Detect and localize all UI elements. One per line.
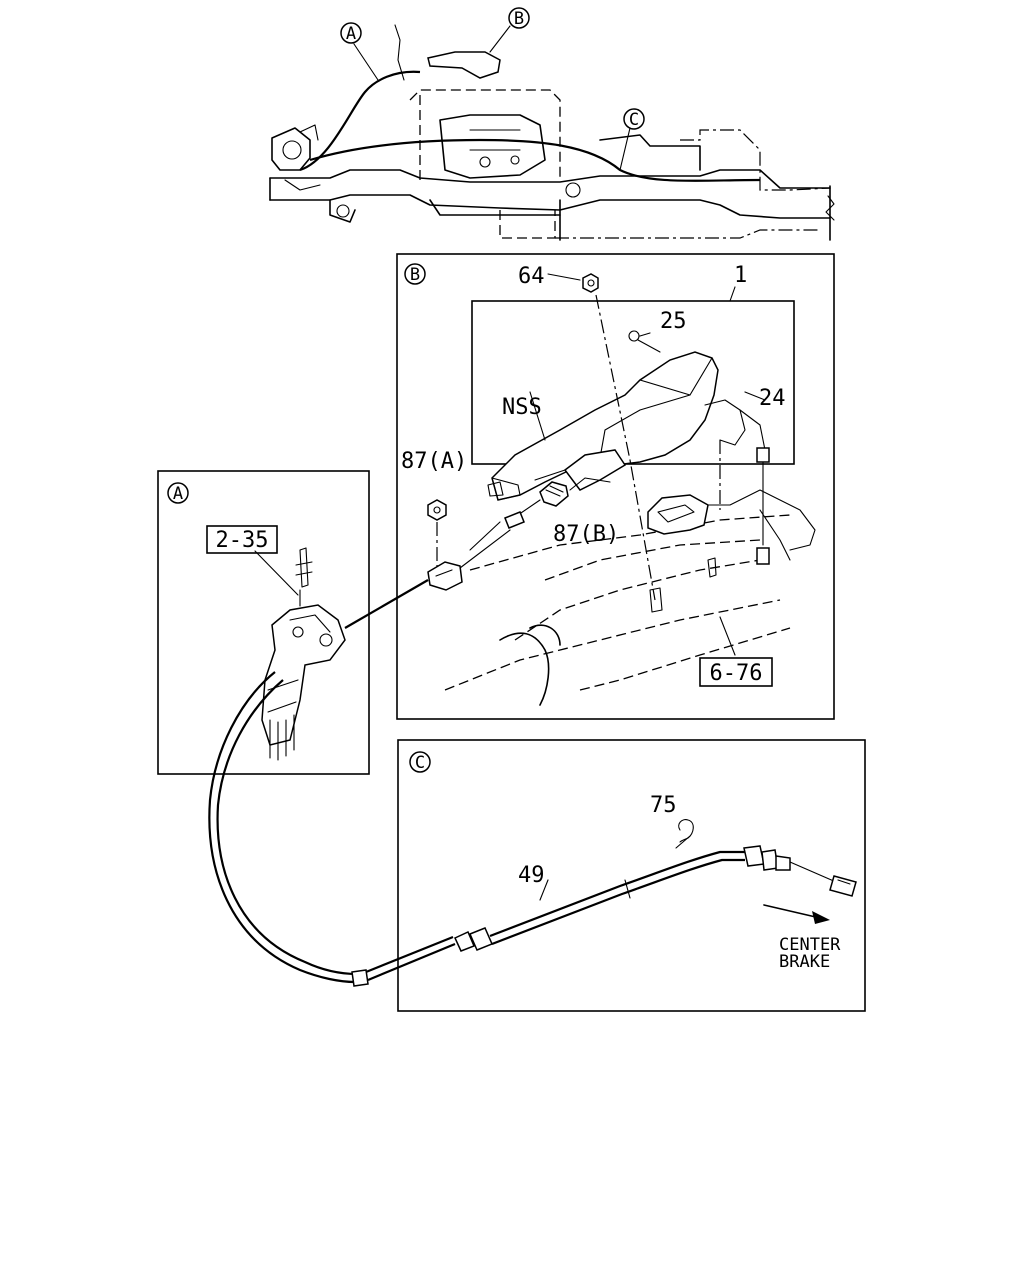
part-87b-label: 87(B) (553, 522, 619, 547)
part-25-label: 25 (660, 309, 687, 334)
svg-text:A: A (173, 484, 183, 504)
ref-2-35-box: 2-35 (206, 525, 278, 554)
ref-6-76-box: 6-76 (699, 657, 773, 687)
detail-box-c: C (365, 739, 866, 1012)
center-brake-note-line1: CENTER (779, 935, 841, 955)
svg-text:C: C (415, 753, 425, 773)
svg-text:A: A (346, 24, 356, 44)
part-1-label: 1 (734, 263, 747, 288)
detail-box-b: B (396, 253, 835, 720)
brake-cable (208, 529, 511, 987)
center-brake-note-line2: BRAKE (779, 952, 830, 972)
part-64-label: 64 (518, 264, 545, 289)
vehicle-frame-overview (269, 24, 835, 241)
svg-text:C: C (629, 110, 639, 130)
part-49-label: 49 (518, 863, 545, 888)
nss-label: NSS (502, 395, 542, 420)
part-24-label: 24 (759, 386, 786, 411)
overview-callout-a: A (340, 22, 362, 44)
svg-text:2-35: 2-35 (216, 528, 269, 553)
svg-text:B: B (514, 9, 524, 29)
part-87a-label: 87(A) (401, 449, 467, 474)
svg-text:6-76: 6-76 (710, 661, 763, 686)
detail-box-a: A (157, 470, 370, 775)
overview-callout-c: C (623, 108, 645, 130)
svg-text:B: B (410, 265, 420, 285)
overview-callout-b: B (508, 7, 530, 29)
part-75-label: 75 (650, 793, 677, 818)
